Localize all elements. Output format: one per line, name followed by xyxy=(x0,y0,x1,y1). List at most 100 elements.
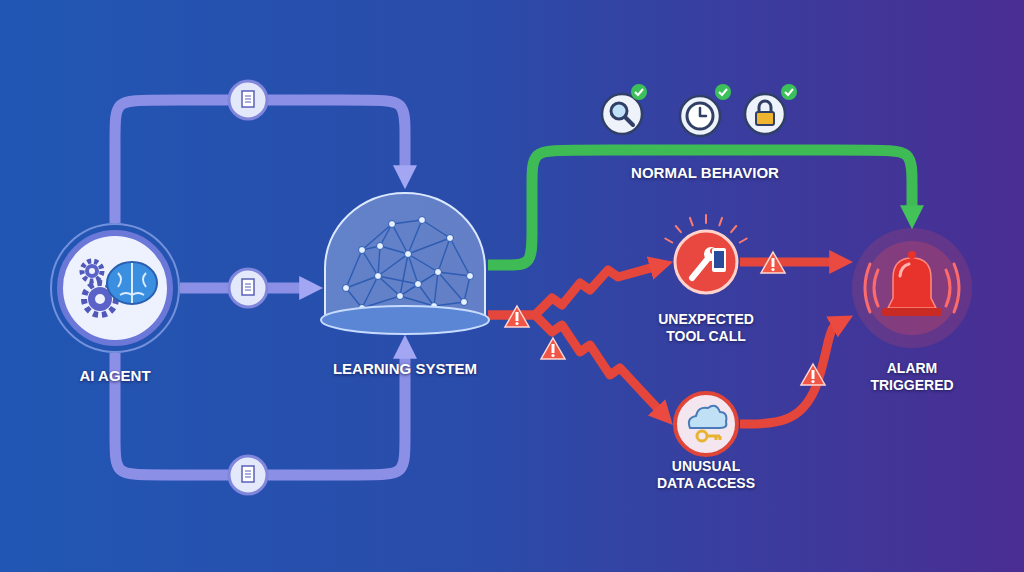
icon-disc xyxy=(680,96,720,136)
glass-dome xyxy=(325,193,485,316)
bell-knob xyxy=(908,251,916,259)
warning-bar xyxy=(552,344,555,353)
network-node xyxy=(343,285,350,292)
alert-ray xyxy=(690,218,693,226)
check-mark xyxy=(785,89,793,95)
network-link xyxy=(378,254,408,276)
network-link xyxy=(392,220,422,224)
badge-disc xyxy=(715,84,731,100)
network-node xyxy=(359,247,366,254)
agent-node: AI AGENT xyxy=(50,223,180,353)
key-blade xyxy=(707,436,720,440)
check-badge xyxy=(631,84,647,100)
node-caption: UNEXPECTED TOOL CALL xyxy=(647,311,765,345)
warning-bar xyxy=(516,312,519,321)
node-caption: ALARM TRIGGERED xyxy=(857,360,967,394)
key-bow xyxy=(697,431,707,441)
network-link xyxy=(418,284,434,306)
icon-disc xyxy=(602,94,642,134)
node-label: UNUSUAL DATA ACCESS xyxy=(653,458,759,492)
node-shape xyxy=(50,223,180,353)
icon-disc xyxy=(745,94,785,134)
node-caption: UNUSUAL DATA ACCESS xyxy=(653,458,759,492)
network-link xyxy=(464,276,470,302)
document-sheet xyxy=(242,279,254,295)
alert-ray xyxy=(731,226,736,232)
alarm-glow xyxy=(852,228,972,348)
lock-shackle xyxy=(759,101,771,112)
network-node xyxy=(389,221,396,228)
agent-disc xyxy=(60,233,170,343)
icon-disc xyxy=(229,81,267,119)
alarm-node: ALARM TRIGGERED xyxy=(852,228,972,348)
node-label: LEARNING SYSTEM xyxy=(295,360,515,378)
clock-icon xyxy=(680,96,720,136)
node-caption: LEARNING SYSTEM xyxy=(295,360,515,378)
network-link xyxy=(434,272,438,306)
network-link xyxy=(400,272,438,296)
network-node xyxy=(467,273,474,280)
magnifier-handle xyxy=(625,117,633,125)
check-mark xyxy=(719,89,727,95)
gear-body xyxy=(85,264,99,278)
lock-icon xyxy=(745,94,785,134)
network-link xyxy=(450,238,470,276)
icon-disc xyxy=(229,269,267,307)
node-shape xyxy=(672,228,740,296)
document-lines xyxy=(245,284,251,290)
node-label: UNEXPECTED TOOL CALL xyxy=(647,311,765,345)
alert-node: UNUSUAL DATA ACCESS xyxy=(672,390,740,458)
alert-disc xyxy=(675,231,737,293)
network-link xyxy=(422,220,450,238)
badge-disc xyxy=(781,84,797,100)
document-sheet xyxy=(242,466,254,482)
node-shape xyxy=(672,390,740,458)
network-node xyxy=(461,299,468,306)
warning-dot xyxy=(811,380,814,383)
clock-hands xyxy=(700,108,706,116)
flow-connector xyxy=(740,325,836,424)
document-icon xyxy=(229,81,267,119)
bell-highlight xyxy=(900,264,909,276)
warning-dot xyxy=(515,322,518,325)
alert-disc xyxy=(675,393,737,455)
network-node xyxy=(397,293,404,300)
network-link xyxy=(438,272,464,302)
network-link xyxy=(378,276,418,284)
network-link xyxy=(438,238,450,272)
flow-connector xyxy=(488,267,655,315)
icon-disc xyxy=(229,456,267,494)
triangle-shape xyxy=(505,306,529,327)
network-link xyxy=(362,250,378,276)
network-node xyxy=(435,269,442,276)
warning-triangle xyxy=(801,364,825,385)
network-node xyxy=(419,217,426,224)
alert-ray xyxy=(719,218,722,226)
alert-ray xyxy=(665,239,672,243)
gear-hub xyxy=(95,294,105,304)
alarm-glow xyxy=(865,241,959,335)
warning-dot xyxy=(551,354,554,357)
document-sheet xyxy=(242,91,254,107)
neural-network xyxy=(343,217,474,312)
warning-triangle xyxy=(761,252,785,273)
lock-body xyxy=(756,112,774,125)
alert-ray xyxy=(705,215,707,223)
network-link xyxy=(434,302,464,306)
flow-connector xyxy=(740,258,834,267)
network-node xyxy=(447,235,454,242)
warning-triangle xyxy=(505,306,529,327)
magnifier-icon xyxy=(602,94,642,134)
document-icon xyxy=(229,456,267,494)
bell-body xyxy=(888,258,936,308)
network-link xyxy=(380,246,408,254)
alert-ray xyxy=(676,226,681,232)
warning-dot xyxy=(771,268,774,271)
brain-folds xyxy=(118,263,146,303)
halo-ring xyxy=(51,224,179,352)
document-lines xyxy=(245,96,251,102)
flow-connector xyxy=(488,315,660,411)
network-link xyxy=(362,224,392,250)
